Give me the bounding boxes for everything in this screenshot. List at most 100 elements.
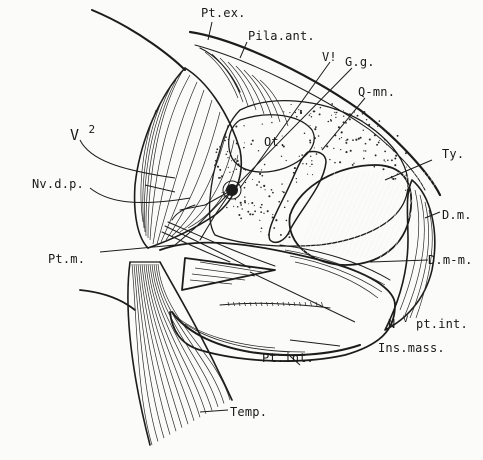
stipple-dot xyxy=(296,178,297,179)
label-pila-ant: Pila.ant. xyxy=(248,29,315,43)
stipple-dot xyxy=(260,207,261,208)
label-v2-sup: 2 xyxy=(88,123,95,136)
tympanum-hatch-line xyxy=(325,172,365,258)
lower-jaw-outline xyxy=(80,290,135,310)
stipple-dot xyxy=(250,143,252,145)
stipple-dot xyxy=(310,166,311,167)
stipple-dot xyxy=(365,150,366,151)
stipple-dot xyxy=(243,125,244,126)
stipple-dot xyxy=(295,112,296,113)
stipple-dot xyxy=(326,145,328,147)
tympanum-hatch-line xyxy=(370,172,410,258)
stipple-dot xyxy=(218,177,220,179)
tympanum-hatch-line xyxy=(385,172,425,258)
stipple-dot xyxy=(309,142,311,144)
stipple-dot xyxy=(244,200,246,202)
stipple-dot xyxy=(227,157,228,158)
tympanum-hatch-line xyxy=(360,172,400,258)
stipple-dot xyxy=(376,144,378,146)
stipple-dot xyxy=(407,164,408,165)
stipple-dot xyxy=(233,171,234,172)
stipple-dot xyxy=(272,214,273,215)
stipple-dot xyxy=(216,148,218,150)
stipple-dot xyxy=(310,156,311,157)
stipple-dot xyxy=(309,114,311,116)
stipple-dot xyxy=(254,210,256,212)
stipple-dot xyxy=(311,160,312,161)
stipple-dot xyxy=(336,112,337,113)
stipple-dot xyxy=(244,142,245,143)
stipple-dot xyxy=(228,167,229,168)
stipple-dot xyxy=(340,149,341,150)
stipple-dot xyxy=(224,140,226,142)
tympanum-hatch-line xyxy=(335,172,375,258)
label-pt-m: Pt.m. xyxy=(48,252,85,266)
tympanum-hatch-line xyxy=(315,172,355,258)
stipple-dot xyxy=(225,153,227,155)
stipple-dot xyxy=(406,166,407,167)
pt-m-triangle xyxy=(182,258,275,290)
tympanum-hatch-line xyxy=(400,172,440,258)
stipple-dot xyxy=(289,112,290,113)
stipple-dot xyxy=(341,137,342,138)
stipple-dot xyxy=(261,169,262,170)
tympanum-hatch-line xyxy=(330,172,370,258)
stipple-dot xyxy=(311,163,313,165)
insertion-tick xyxy=(234,302,235,306)
stipple-dot xyxy=(231,160,232,161)
stipple-dot xyxy=(345,140,346,141)
stipple-dot xyxy=(238,214,240,216)
stipple-dot xyxy=(312,174,313,175)
stipple-dot xyxy=(386,144,387,145)
stipple-dot xyxy=(259,173,261,175)
tympanum-hatch-line xyxy=(355,172,395,258)
stipple-dot xyxy=(227,151,228,152)
stipple-dot xyxy=(219,169,221,171)
stipple-dot xyxy=(281,156,282,157)
stipple-dot xyxy=(304,133,306,135)
stipple-dot xyxy=(346,139,348,141)
stipple-dot xyxy=(363,111,365,113)
stipple-dot xyxy=(339,161,341,163)
tympanum-hatch-line xyxy=(345,172,385,258)
stipple-dot xyxy=(309,125,310,126)
label-d-m: D.m. xyxy=(442,208,472,222)
label-nv-pt-int-base: N xyxy=(388,317,395,331)
stipple-dot xyxy=(366,119,367,120)
stipple-dot xyxy=(256,184,258,186)
q-mn-rod xyxy=(269,151,326,242)
stipple-dot xyxy=(345,151,347,153)
stipple-dot xyxy=(306,163,307,164)
stipple-dot xyxy=(258,150,259,151)
stipple-dot xyxy=(384,151,386,153)
stipple-dot xyxy=(343,110,344,111)
stipple-dot xyxy=(298,109,299,110)
stipple-dot xyxy=(286,220,288,222)
stipple-dot xyxy=(283,191,285,193)
stipple-dot xyxy=(385,131,386,132)
stipple-dot xyxy=(282,191,283,192)
stipple-dot xyxy=(261,204,263,206)
stipple-dot xyxy=(234,159,235,160)
insertion-tick xyxy=(261,302,262,306)
stipple-dot xyxy=(220,177,221,178)
stipple-dot xyxy=(333,148,334,149)
insertion-tick xyxy=(239,302,240,306)
insertion-tick xyxy=(300,302,301,306)
stipple-dot xyxy=(264,164,266,166)
stipple-dot xyxy=(379,120,381,122)
stipple-dot xyxy=(360,137,362,139)
label-ins-mass: Ins.mass. xyxy=(378,341,445,355)
stipple-dot xyxy=(350,150,352,152)
label-nv-pt-int: N V pt.int. xyxy=(388,311,468,331)
stipple-dot xyxy=(357,115,359,117)
stipple-dot xyxy=(216,151,218,153)
stipple-dot xyxy=(328,121,330,123)
stipple-dot xyxy=(374,134,376,136)
insertion-tick xyxy=(250,302,251,306)
stipple-dot xyxy=(215,160,216,161)
stipple-dot xyxy=(296,181,297,182)
stipple-dot xyxy=(318,135,320,137)
jaw-body-outline xyxy=(160,243,395,361)
